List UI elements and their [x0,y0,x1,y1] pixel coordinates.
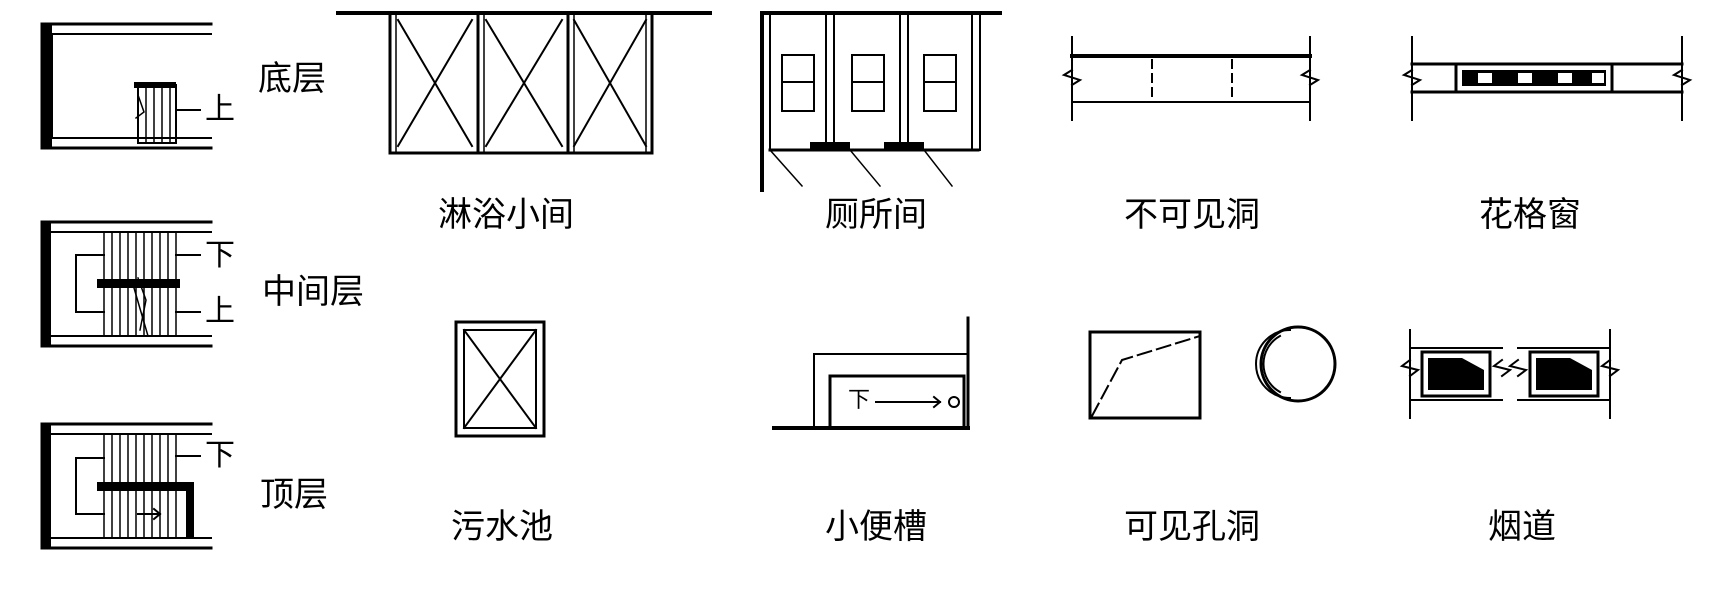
stair-middle-down-label: 下 [205,238,235,273]
flue-symbol [1399,329,1621,419]
stair-middle-label: 中间层 [262,272,364,312]
urinal-trough-symbol [772,316,970,430]
urinal-caption: 小便槽 [825,507,927,547]
stair-top-label: 顶层 [260,475,328,515]
stair-ground-floor [40,22,213,150]
stair-ground-up-label: 上 [205,92,235,127]
urinal-down-label: 下 [848,388,871,413]
lattice-window-symbol [1401,36,1693,121]
lattice-window-caption: 花格窗 [1479,195,1581,235]
stair-middle-floor [40,220,213,348]
sink-symbol [454,320,546,438]
visible-opening-symbol [1088,325,1337,420]
toilet-caption: 厕所间 [825,195,927,235]
stair-top-floor [40,422,213,550]
stair-middle-up-label: 上 [205,294,235,329]
stair-top-down-label: 下 [205,438,235,473]
visible-opening-caption: 可见孔洞 [1124,507,1260,547]
hidden-opening-symbol [1061,36,1321,121]
shower-stall-symbol [336,11,712,155]
shower-caption: 淋浴小间 [438,195,574,235]
stair-ground-label: 底层 [258,59,326,99]
sink-caption: 污水池 [451,507,553,547]
flue-caption: 烟道 [1488,507,1556,547]
hidden-opening-caption: 不可见洞 [1124,195,1260,235]
toilet-stall-symbol [760,11,1002,192]
